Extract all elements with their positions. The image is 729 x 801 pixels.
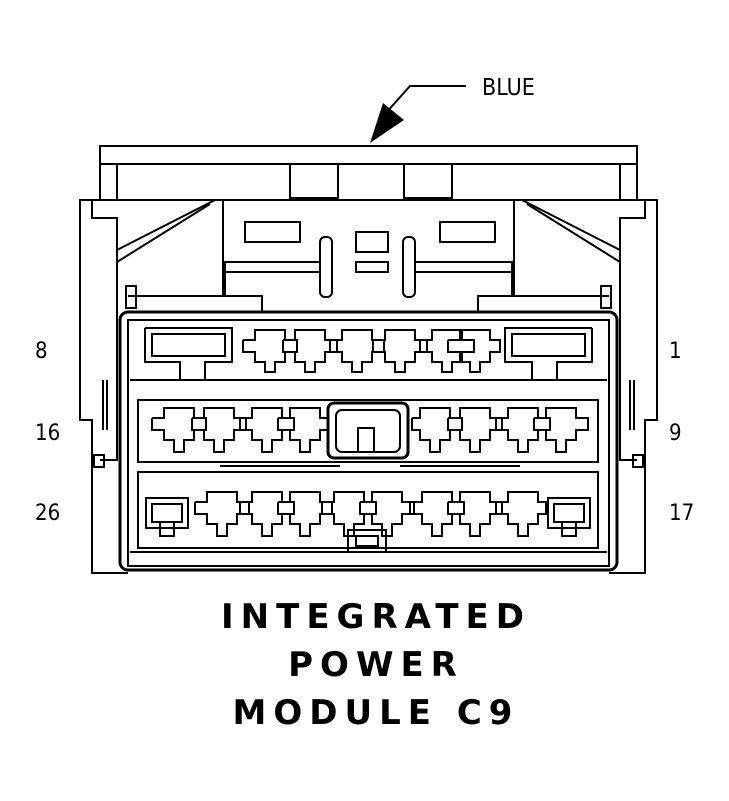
callout-label: BLUE	[482, 75, 535, 101]
cavity-6	[282, 329, 338, 373]
cavity-4	[372, 329, 428, 373]
vent-slot-right	[439, 221, 496, 243]
callout-leader-line	[384, 85, 466, 115]
connector-title: INTEGRATED POWER MODULE C9	[221, 597, 531, 733]
cavity-19	[447, 491, 503, 537]
latch-tab-right	[403, 163, 453, 199]
connector-housing	[79, 145, 658, 574]
cavity-2	[447, 329, 501, 373]
cavity-8	[144, 327, 233, 381]
left-wall	[79, 199, 128, 574]
cavity-17	[547, 497, 591, 537]
cavity-24	[239, 491, 295, 537]
blue-callout: BLUE	[370, 75, 535, 143]
top-bar	[99, 145, 638, 165]
right-wall	[609, 199, 658, 574]
title-line-3: MODULE C9	[233, 693, 520, 733]
latch-tab-left	[289, 163, 339, 199]
callout-arrowhead	[370, 103, 404, 143]
cavity-10	[495, 407, 551, 453]
pin-label-17: 17	[669, 501, 694, 526]
cavity-15	[191, 407, 247, 453]
cavity-18	[495, 491, 547, 537]
cavity-20	[409, 491, 465, 537]
cavity-12	[411, 407, 463, 453]
connector-face	[118, 310, 619, 572]
pin-label-8: 8	[35, 339, 48, 364]
pin-label-16: 16	[35, 421, 60, 446]
cavity-13	[277, 407, 329, 453]
cavity-row-1	[144, 327, 593, 381]
cavity-row-3	[137, 465, 599, 553]
post-right	[402, 236, 416, 298]
strut-right	[513, 199, 621, 296]
post-left	[319, 236, 333, 298]
cavity-11	[447, 407, 503, 453]
cavity-7	[242, 329, 298, 373]
title-line-1: INTEGRATED	[221, 597, 531, 637]
polarizing-key	[347, 529, 387, 553]
cavity-16	[151, 407, 207, 453]
cavity-1	[504, 327, 593, 381]
pin-label-9: 9	[669, 421, 682, 446]
cavity-22	[321, 491, 377, 537]
vent-slot-left	[244, 221, 301, 243]
cavity-21	[359, 491, 415, 537]
latch-rail	[128, 295, 609, 313]
cavity-5	[329, 329, 385, 373]
cavity-26	[145, 497, 189, 537]
upper-body	[99, 164, 638, 201]
pin-label-26: 26	[35, 501, 60, 526]
pin-labels: 8 1 16 9 26 17	[35, 339, 694, 526]
cavity-row-2	[137, 399, 599, 463]
cavity-25	[194, 491, 250, 537]
cavity-14	[239, 407, 295, 453]
pin-label-1: 1	[669, 339, 682, 364]
cavity-9	[533, 407, 589, 453]
cavity-23	[277, 491, 333, 537]
title-line-2: POWER	[288, 645, 464, 685]
strut-left	[116, 199, 224, 296]
